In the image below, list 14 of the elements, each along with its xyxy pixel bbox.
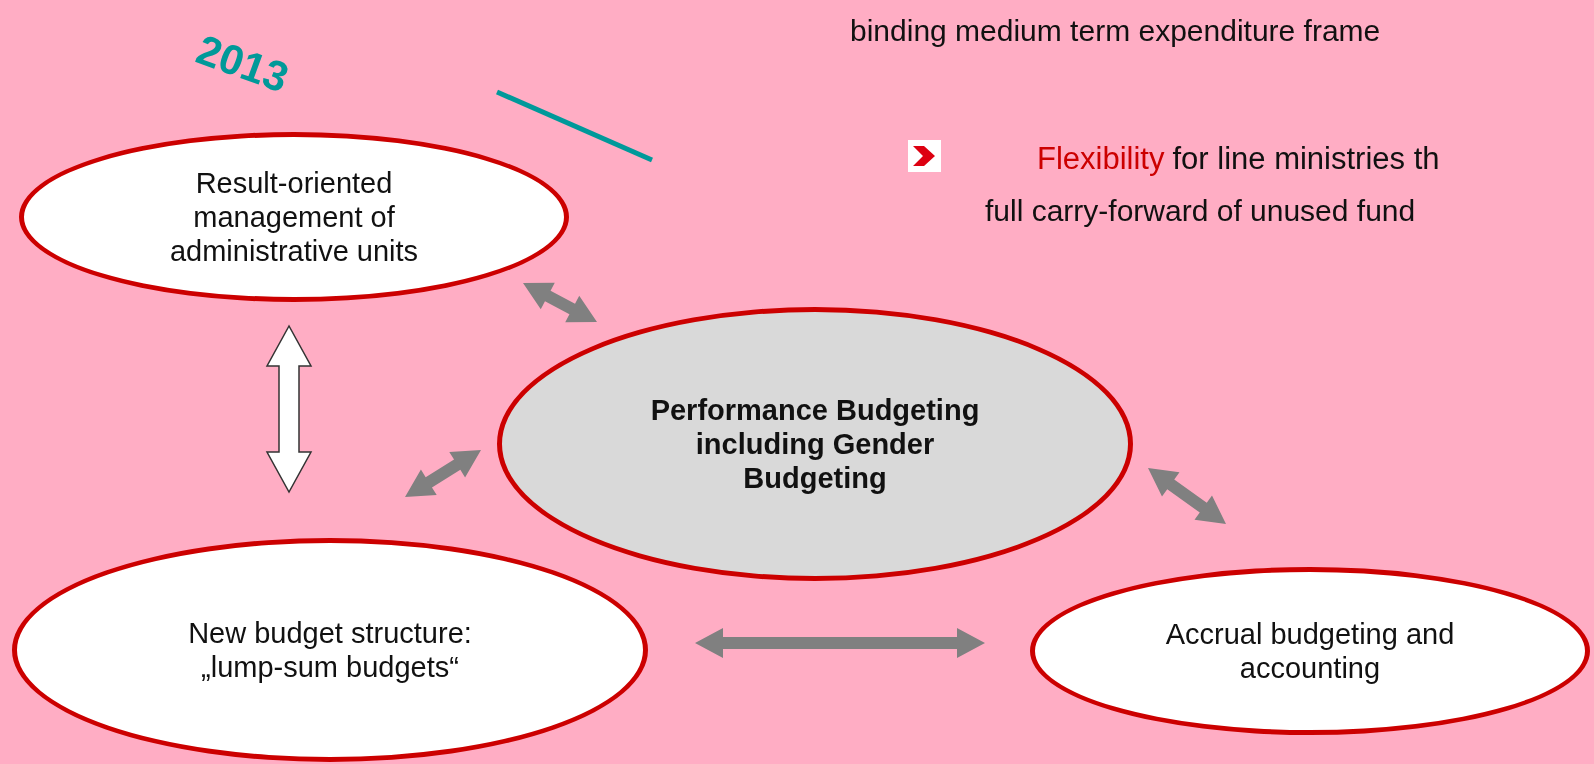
node-text: Performance Budgeting including Gender Budgeting <box>649 393 981 495</box>
node-text: Accrual budgeting and accounting <box>1164 617 1456 685</box>
body-text: binding medium term expenditure frame <box>850 13 1381 49</box>
double-arrow <box>1148 468 1226 524</box>
node-text: New budget structure: „lump-sum budgets“ <box>187 616 473 684</box>
highlight-text: Flexibility <box>1037 140 1165 178</box>
body-text: for line ministries th <box>1172 140 1440 178</box>
double-arrow <box>265 324 313 494</box>
year-label: 2013 <box>189 24 296 104</box>
double-arrow <box>695 628 985 658</box>
body-text: full carry-forward of unused fund <box>985 193 1416 229</box>
node-text: Result-oriented management of administrative units <box>168 166 420 268</box>
double-arrow <box>405 450 481 497</box>
double-arrow <box>523 282 597 323</box>
